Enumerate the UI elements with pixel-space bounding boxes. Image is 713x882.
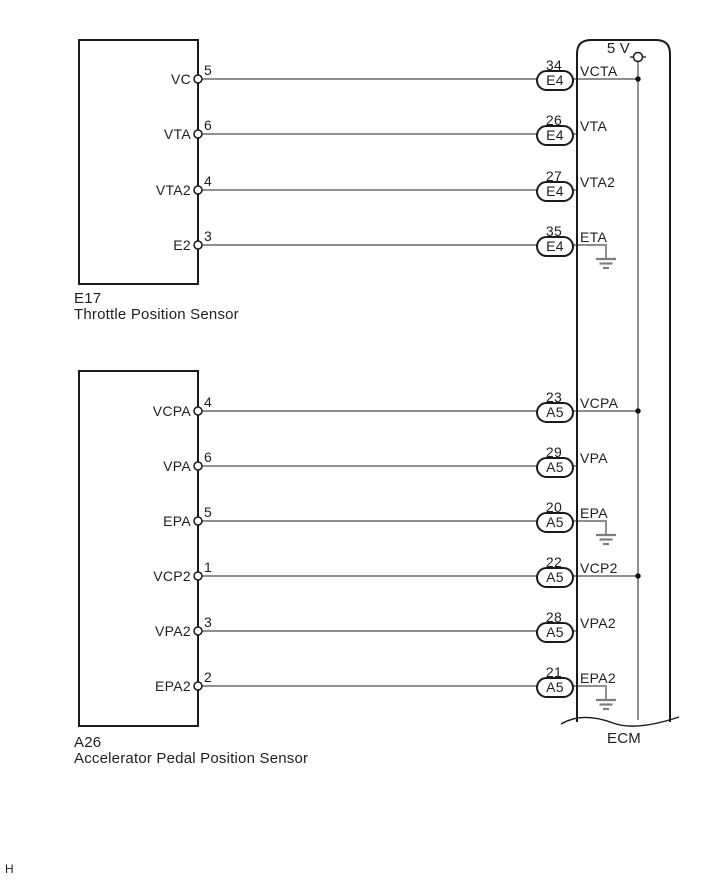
sensor-pin-number: 4 — [204, 394, 213, 410]
sensor-pin-label: VTA2 — [155, 182, 191, 198]
pin-terminal-icon — [193, 74, 203, 691]
ecm-connector-badge: E4 — [536, 181, 574, 202]
ecm-pin-number: 34 — [545, 57, 563, 73]
ecm-pin-number: 20 — [545, 499, 563, 515]
ecm-pin-number: 22 — [545, 554, 563, 570]
sensor-pin-number: 3 — [204, 228, 213, 244]
supply-voltage-label: 5 V — [606, 40, 630, 57]
ground-icon — [596, 257, 616, 270]
ecm-signal-label: VCTA — [580, 63, 618, 79]
ecm-pin-number: 28 — [545, 609, 563, 625]
wire-group — [198, 57, 639, 720]
sensor-pin-number: 6 — [204, 449, 213, 465]
footer-mark: H — [5, 862, 14, 876]
ecm-signal-label: VCPA — [580, 395, 619, 411]
ecm-pin-number: 35 — [545, 223, 563, 239]
ecm-connector-badge: E4 — [536, 236, 574, 257]
ecm-connector-badge: A5 — [536, 567, 574, 588]
wire-e2-eta — [198, 244, 607, 259]
ground-icon — [596, 698, 616, 711]
sensor-pin-number: 5 — [204, 504, 213, 520]
wire-epa2 — [198, 685, 607, 700]
sensor-pin-number: 1 — [204, 559, 213, 575]
sensor-code: E17 — [74, 290, 102, 307]
wire-epa — [198, 520, 607, 535]
power-source-icon — [630, 51, 646, 63]
sensor-pin-number: 3 — [204, 614, 213, 630]
sensor-pin-label: E2 — [173, 237, 191, 253]
ecm-pin-number: 23 — [545, 389, 563, 405]
ecm-connector-badge: A5 — [536, 512, 574, 533]
sensor-pin-number: 6 — [204, 117, 213, 133]
sensor-pin-label: VTA — [163, 126, 191, 142]
ecm-signal-label: EPA — [580, 505, 608, 521]
sensor-pin-label: VCP2 — [153, 568, 191, 584]
ecm-label: ECM — [607, 730, 641, 747]
sensor-name: Throttle Position Sensor — [74, 306, 239, 323]
ecm-pin-number: 27 — [545, 168, 563, 184]
sensor-box-a26 — [78, 370, 199, 727]
ecm-connector-badge: A5 — [536, 457, 574, 478]
ecm-break-line — [560, 716, 680, 727]
ecm-pin-number: 26 — [545, 112, 563, 128]
ecm-connector-badge: A5 — [536, 402, 574, 423]
ecm-signal-label: EPA2 — [580, 670, 616, 686]
ecm-connector-badge: E4 — [536, 125, 574, 146]
ecm-signal-label: VPA — [580, 450, 608, 466]
ecm-pin-number: 29 — [545, 444, 563, 460]
ecm-pin-number: 21 — [545, 664, 563, 680]
junction-dot-icon — [635, 76, 641, 579]
sensor-pin-number: 5 — [204, 62, 213, 78]
ecm-signal-label: VPA2 — [580, 615, 616, 631]
sensor-code: A26 — [74, 734, 102, 751]
sensor-name: Accelerator Pedal Position Sensor — [74, 750, 309, 767]
sensor-pin-number: 4 — [204, 173, 213, 189]
ecm-connector-badge: A5 — [536, 677, 574, 698]
sensor-pin-label: EPA — [163, 513, 191, 529]
sensor-pin-number: 2 — [204, 669, 213, 685]
sensor-pin-label: VCPA — [152, 403, 191, 419]
sensor-pin-label: VPA — [163, 458, 191, 474]
sensor-box-e17 — [78, 39, 199, 285]
ecm-outline — [576, 39, 671, 722]
ecm-connector-badge: A5 — [536, 622, 574, 643]
ecm-signal-label: VTA2 — [580, 174, 616, 190]
ecm-signal-label: VCP2 — [580, 560, 618, 576]
ecm-signal-label: VTA — [580, 118, 608, 134]
ground-icon — [596, 533, 616, 546]
ecm-signal-label: ETA — [580, 229, 608, 245]
sensor-pin-label: VPA2 — [155, 623, 191, 639]
ecm-connector-badge: E4 — [536, 70, 574, 91]
sensor-pin-label: EPA2 — [155, 678, 191, 694]
sensor-pin-label: VC — [170, 71, 191, 87]
